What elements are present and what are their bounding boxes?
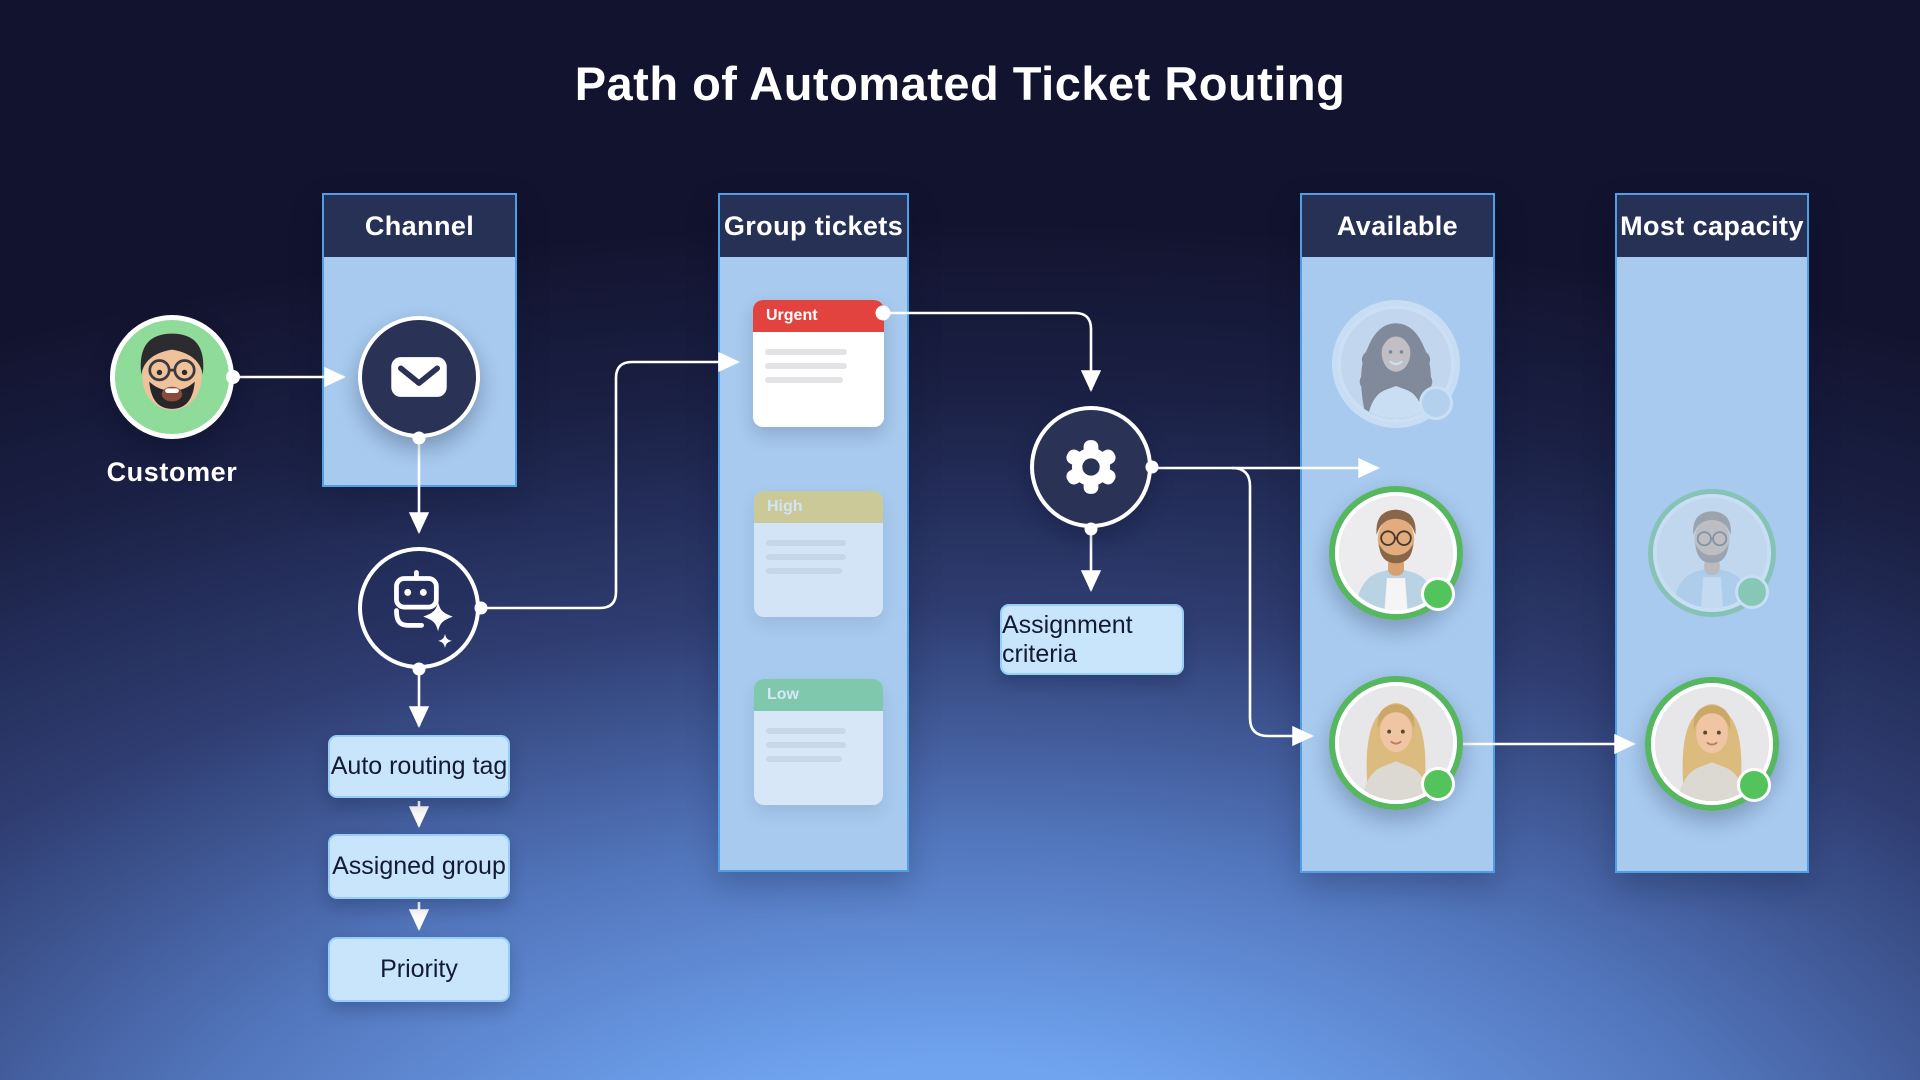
skeleton-line: [765, 377, 843, 383]
agent-avatar-most-capacity-man: [1648, 489, 1776, 617]
skeleton-line: [766, 540, 846, 546]
skeleton-line: [766, 568, 842, 574]
mail-icon: [391, 357, 447, 397]
ticket-card-urgent: Urgent: [753, 300, 884, 427]
ticket-urgent-body: [753, 332, 884, 383]
most-capacity-column-header: Most capacity: [1617, 195, 1807, 257]
status-dot-online: [1421, 577, 1455, 611]
auto-routing-bot-node: [358, 547, 480, 669]
skeleton-line: [766, 728, 846, 734]
most-capacity-column-title: Most capacity: [1620, 210, 1804, 241]
gear-icon: [1066, 440, 1116, 494]
customer-avatar: [110, 315, 234, 439]
ticket-high-body: [754, 523, 883, 574]
skeleton-line: [766, 756, 842, 762]
available-column-header: Available: [1302, 195, 1493, 257]
ticket-high-label: High: [767, 498, 803, 515]
ticket-card-high: High: [754, 491, 883, 617]
customer-memoji-icon: [140, 333, 204, 411]
status-dot-online-faded: [1735, 575, 1769, 609]
channel-mail-node: [358, 316, 480, 438]
group-tickets-column-header: Group tickets: [720, 195, 907, 257]
status-dot-online: [1421, 767, 1455, 801]
skeleton-line: [766, 554, 846, 560]
ticket-urgent-header: Urgent: [753, 300, 884, 332]
auto-routing-tag-box: Auto routing tag: [328, 735, 510, 798]
customer-label: Customer: [106, 457, 238, 487]
assigned-group-label: Assigned group: [332, 852, 506, 880]
skeleton-line: [766, 742, 846, 748]
status-dot-online: [1737, 768, 1771, 802]
skeleton-line: [765, 363, 847, 369]
agent-avatar-most-capacity-woman: [1645, 677, 1779, 811]
channel-column-header: Channel: [324, 195, 515, 257]
priority-label: Priority: [380, 955, 458, 983]
auto-routing-tag-label: Auto routing tag: [330, 752, 508, 780]
page-title: Path of Automated Ticket Routing: [574, 57, 1346, 110]
ticket-low-header: Low: [754, 679, 883, 711]
group-tickets-column-title: Group tickets: [723, 210, 904, 241]
agent-photo: [1335, 492, 1457, 614]
channel-column-title: Channel: [364, 210, 475, 241]
skeleton-line: [765, 349, 847, 355]
group-tickets-column: Group tickets Urgent High Low: [718, 193, 909, 872]
available-column-title: Available: [1336, 210, 1459, 241]
ticket-card-low: Low: [754, 679, 883, 805]
agent-avatar-available-busy-woman: [1332, 300, 1460, 428]
ticket-low-label: Low: [767, 686, 799, 703]
assignment-criteria-label: Assignment criteria: [1002, 610, 1133, 668]
ticket-low-body: [754, 711, 883, 762]
ai-bot-icon: [394, 570, 453, 648]
assignment-criteria-box: Assignment criteria: [1000, 604, 1184, 675]
assignment-gear-node: [1030, 406, 1152, 528]
priority-box: Priority: [328, 937, 510, 1002]
agent-avatar-available-man: [1329, 486, 1463, 620]
status-dot-offline: [1419, 386, 1453, 420]
ticket-high-header: High: [754, 491, 883, 523]
assigned-group-box: Assigned group: [328, 834, 510, 899]
ticket-urgent-label: Urgent: [766, 307, 818, 324]
agent-avatar-available-woman: [1329, 676, 1463, 810]
